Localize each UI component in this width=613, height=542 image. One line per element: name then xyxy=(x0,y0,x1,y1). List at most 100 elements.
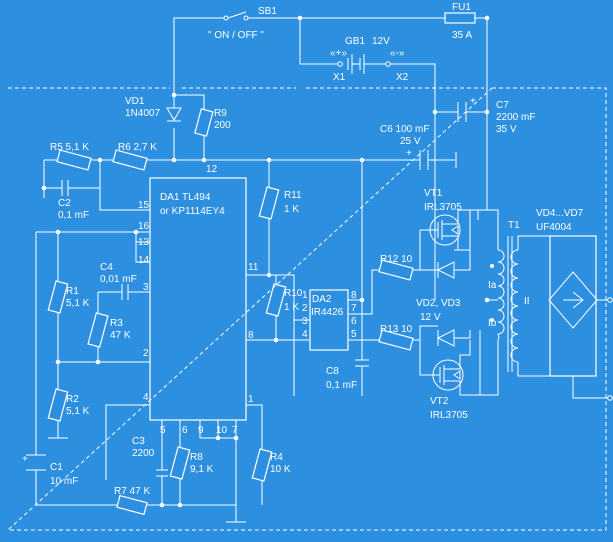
r4-ref: R4 xyxy=(270,452,283,463)
da1-pin-11: 11 xyxy=(248,262,259,273)
da1-pin-3: 3 xyxy=(143,282,149,293)
t1-ib: Ib xyxy=(488,318,497,329)
r3-value: 47 K xyxy=(110,330,131,341)
junction-dot xyxy=(95,359,101,365)
r10-ref: R10 xyxy=(284,288,303,299)
junction-dot xyxy=(484,15,490,21)
da2-pin-8: 8 xyxy=(351,290,357,301)
capacitor-c1 xyxy=(26,454,46,471)
resistor-r2 xyxy=(47,388,69,422)
vd1-value: 1N4007 xyxy=(125,108,160,119)
vcc-rail-wire xyxy=(44,152,457,168)
r12-wire xyxy=(412,249,470,271)
c1-value: 10 mF xyxy=(50,476,78,487)
r1-ref: R1 xyxy=(66,286,79,297)
resistor-r4 xyxy=(251,448,273,482)
junction-dot xyxy=(297,15,303,21)
resistor-r3 xyxy=(87,312,109,348)
r5-label: R5 5,1 K xyxy=(50,142,89,153)
resistor-r10 xyxy=(265,283,287,317)
vt1-zener-diode xyxy=(419,210,471,279)
junction-dot xyxy=(215,435,221,441)
c6-plus: + xyxy=(406,148,412,159)
junction-dot xyxy=(266,272,272,278)
diode-vd1 xyxy=(166,107,182,122)
r9-value: 200 xyxy=(214,120,231,131)
r7-label: R7 47 K xyxy=(114,486,150,497)
da1-alt: or KP1114EY4 xyxy=(160,206,225,217)
vt2-leads xyxy=(439,330,481,396)
c3-ref: C3 xyxy=(132,436,145,447)
da1-pin-8: 8 xyxy=(248,330,254,341)
vt1-ref: VT1 xyxy=(424,188,443,199)
junction-dot xyxy=(55,359,61,365)
terminal-x2 xyxy=(385,61,391,67)
resistor-r8 xyxy=(169,446,191,480)
c4-r3-wire xyxy=(97,284,150,362)
vd23-ref: VD2, VD3 xyxy=(416,298,461,309)
switch-sb1[interactable] xyxy=(223,15,249,21)
r11-ref: R11 xyxy=(284,190,302,201)
da1-pin-2: 2 xyxy=(143,348,149,359)
da2-pin-1: 1 xyxy=(302,290,308,301)
vd1-ref: VD1 xyxy=(125,96,145,107)
resistor-r5 xyxy=(56,149,92,171)
supply-rail-wire xyxy=(173,11,488,100)
c3-value: 2200 xyxy=(132,448,155,459)
vt2-ref: VT2 xyxy=(430,396,449,407)
da1-pin-1: 1 xyxy=(248,394,254,405)
da1-pin-7: 7 xyxy=(232,425,238,436)
junction-dot xyxy=(484,109,490,115)
bridge-diamond xyxy=(548,271,598,329)
resistor-r1 xyxy=(47,280,69,314)
r10-value: 1 K xyxy=(284,302,299,313)
c6-volt: 25 V xyxy=(400,136,421,147)
winding-dot xyxy=(490,318,494,322)
da1-pin-6: 6 xyxy=(182,425,188,436)
da1-pin-5: 5 xyxy=(160,425,166,436)
da2-value: IR4426 xyxy=(311,307,344,318)
junction-dot xyxy=(201,157,207,163)
resistor-r12 xyxy=(378,259,414,281)
ic-da1 xyxy=(149,177,247,421)
vt1-leads xyxy=(437,209,479,250)
resistor-r13 xyxy=(378,329,414,351)
junction-dot xyxy=(159,502,165,508)
c7-ref: C7 xyxy=(496,100,509,111)
junction-dot xyxy=(133,229,139,235)
r13-label: R13 10 xyxy=(380,324,413,335)
c8-value: 0,1 mF xyxy=(326,380,357,391)
t1-ia: Ia xyxy=(488,280,497,291)
r12-label: R12 10 xyxy=(380,254,413,265)
output-terminal-minus xyxy=(607,395,613,401)
c4-value: 0,01 mF xyxy=(100,274,137,285)
vt2-value: IRL3705 xyxy=(430,410,468,421)
junction-dot xyxy=(432,109,438,115)
battery-plus: «+» xyxy=(330,48,347,59)
resistor-r6 xyxy=(112,149,148,171)
da1-bottom-wire xyxy=(105,404,263,523)
da1-ref: DA1 TL494 xyxy=(160,192,211,203)
r2-ref: R2 xyxy=(66,394,79,405)
junction-dot xyxy=(171,92,177,98)
battery-minus: «-» xyxy=(390,48,405,59)
da1-pin-9: 9 xyxy=(198,425,204,436)
resistor-r7 xyxy=(116,494,148,516)
junction-dot xyxy=(55,229,61,235)
resistor-r11 xyxy=(258,186,280,220)
enclosure-outline xyxy=(6,87,607,531)
resistor-r9 xyxy=(194,108,214,137)
t1-primary-wire xyxy=(470,209,499,396)
winding-dot xyxy=(490,264,494,268)
c6-label: C6 100 mF xyxy=(380,124,429,135)
c7-value: 2200 mF xyxy=(496,112,535,123)
da1-pin-16: 16 xyxy=(138,221,150,232)
da1-pin-15: 15 xyxy=(138,200,150,211)
t1-secondary-winding xyxy=(510,235,550,377)
r13-wire xyxy=(412,339,440,376)
switch-ref: SB1 xyxy=(258,6,277,17)
r8-value: 9,1 K xyxy=(190,464,214,475)
vt1-value: IRL3705 xyxy=(424,202,462,213)
